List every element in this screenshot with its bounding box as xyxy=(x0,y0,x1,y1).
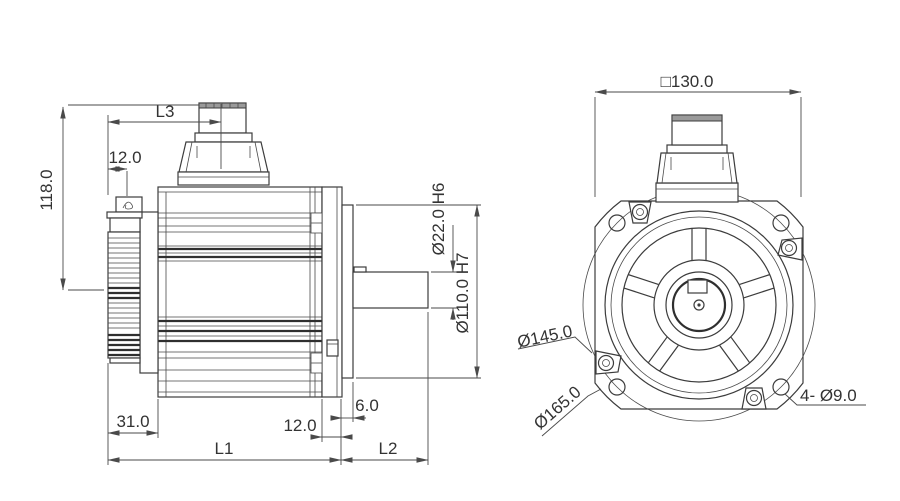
connector-front-base xyxy=(655,182,739,203)
rear-cap xyxy=(109,217,141,233)
dim-mounting-holes: 4- Ø9.0 xyxy=(800,386,857,405)
dim-flange-thickness: 12.0 xyxy=(283,416,316,435)
connector-plug-knurl xyxy=(198,102,247,109)
body-bottom-bands xyxy=(158,351,322,393)
flange-tab xyxy=(326,339,339,357)
screw-right xyxy=(780,239,798,257)
body-top-bands xyxy=(158,212,322,233)
cover-ring-circle xyxy=(621,227,777,383)
connector-base xyxy=(177,171,270,186)
spigot-circle xyxy=(610,216,788,394)
rear-section xyxy=(106,196,159,374)
body-outline xyxy=(157,186,323,398)
face-outer-circle xyxy=(604,210,794,400)
dim-bolt-circle: Ø145.0 xyxy=(516,322,574,352)
front-view: □130.0 Ø145.0 Ø165.0 4- Ø9.0 xyxy=(516,72,866,437)
connector-front-knurl xyxy=(671,114,723,122)
shaft xyxy=(352,271,429,309)
body-frame-lines xyxy=(158,187,322,397)
dim-spigot-diameter: Ø110.0 H7 xyxy=(453,253,472,334)
dim-spigot-depth: 6.0 xyxy=(355,396,379,415)
screw-left xyxy=(597,354,615,372)
connector-front-collar xyxy=(666,144,728,154)
connector-front xyxy=(655,114,739,203)
rear-plate xyxy=(139,211,159,374)
seal-curl-glyph xyxy=(122,201,133,210)
band-a-thin xyxy=(158,245,322,262)
connector-side xyxy=(177,102,270,186)
screw-right-inner xyxy=(785,244,793,252)
dim-corner-circle: Ø165.0 xyxy=(530,382,585,433)
dim-shaft-diameter: Ø22.0 H6 xyxy=(429,183,448,256)
mounting-hole-tr xyxy=(772,214,790,232)
side-dimensions: 118.0 L3 12.0 31.0 12.0 xyxy=(37,102,481,465)
band-b-thick xyxy=(158,319,322,343)
keyway xyxy=(687,279,708,294)
shaft-circle xyxy=(671,277,727,333)
leader-corner-circle xyxy=(541,388,602,437)
dim-l3: L3 xyxy=(156,102,175,121)
leader-bolt-circle xyxy=(517,336,593,354)
center-hole xyxy=(693,299,705,311)
mounting-hole-tl xyxy=(608,214,626,232)
motor-body-side xyxy=(157,186,323,398)
rear-key-boss xyxy=(115,196,143,213)
dim-overall-height: 118.0 xyxy=(37,169,56,210)
screw-top-inner xyxy=(636,208,644,216)
mounting-hole-br xyxy=(772,378,790,396)
spigot xyxy=(341,204,354,379)
shaft-key-step xyxy=(353,266,367,273)
front-face xyxy=(604,210,794,400)
front-end-side xyxy=(310,186,429,398)
screw-left-inner xyxy=(602,359,610,367)
leader-mounting-holes xyxy=(784,393,866,406)
boss-circle xyxy=(653,259,745,351)
rear-cap-lip xyxy=(106,211,143,219)
ribs-thin xyxy=(108,237,140,329)
knurl-ticks xyxy=(205,103,239,108)
ribs-thick xyxy=(108,286,140,357)
dim-rear-section-length: 31.0 xyxy=(116,412,149,431)
screw-bottom xyxy=(745,389,763,407)
band-b-thin xyxy=(158,316,322,337)
connector-front-body xyxy=(656,152,738,184)
connector-body-lines xyxy=(185,141,262,173)
connector-collar xyxy=(194,132,253,143)
connector-front-body-lines xyxy=(661,152,733,184)
side-view: 118.0 L3 12.0 31.0 12.0 xyxy=(37,102,481,465)
mounting-holes xyxy=(608,214,790,396)
dim-flange-square: □130.0 xyxy=(661,72,714,91)
screw-bottom-inner xyxy=(750,394,758,402)
band-a-thick xyxy=(158,247,322,259)
flange-plate xyxy=(321,186,343,398)
screw-top xyxy=(631,203,649,221)
dim-l2: L2 xyxy=(379,439,398,458)
cover-screws xyxy=(595,201,803,410)
dim-l1: L1 xyxy=(215,439,234,458)
rear-bottom-lip xyxy=(109,357,141,364)
dim-rear-boss-width: 12.0 xyxy=(108,148,141,167)
connector-body xyxy=(178,141,269,173)
spokes xyxy=(623,228,775,372)
bearing-circle xyxy=(665,271,733,339)
mounting-hole-bl xyxy=(608,378,626,396)
center-dot xyxy=(697,303,701,307)
